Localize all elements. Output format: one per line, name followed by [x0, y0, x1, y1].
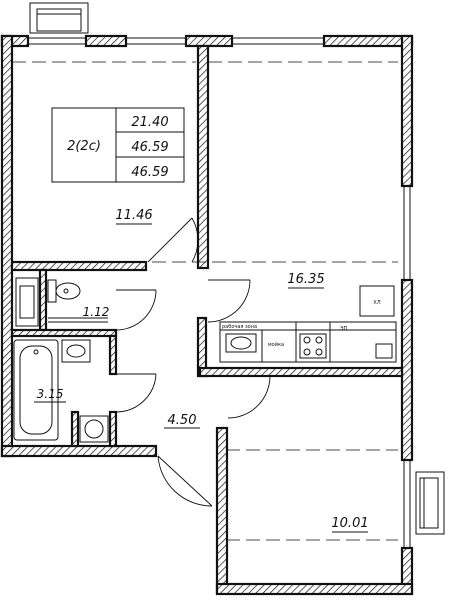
apartment-type-code: 2(2с) [67, 139, 101, 154]
worktop-label: рабочая зона [222, 324, 257, 330]
doors [115, 217, 271, 507]
room-2-area: 10.01 [331, 516, 368, 531]
sink-icon [225, 333, 257, 353]
wc-area: 1.12 [83, 305, 110, 319]
toilet-bowl-icon [55, 282, 81, 300]
kitchen-living-area: 16.35 [287, 272, 324, 287]
kitchen-fixtures: рабочая зона мойка ЭП ХЛ [219, 285, 397, 363]
balcony-top [29, 2, 89, 34]
bathroom-area: 3.15 [37, 387, 64, 401]
hall-area: 4.50 [168, 413, 197, 428]
living-area-value: 21.40 [131, 115, 168, 130]
stove-label: ЭП [340, 326, 347, 332]
total-area-with-balcony-value: 46.59 [131, 165, 168, 180]
windows [28, 37, 411, 548]
wc-fixtures [15, 277, 108, 327]
washing-machine-icon [79, 415, 109, 443]
fridge-label: ХЛ [373, 300, 380, 306]
room-1-area: 11.46 [115, 208, 152, 223]
bathtub-icon [13, 339, 59, 441]
balcony-right [415, 471, 445, 535]
sink-label: мойка [268, 341, 284, 348]
interior-walls [10, 44, 404, 448]
fridge-icon [359, 285, 395, 317]
total-area-value: 46.59 [131, 140, 168, 155]
ceiling-lines [12, 61, 398, 541]
boiler-icon [375, 343, 393, 359]
exterior-walls [0, 34, 414, 596]
room-labels: 11.46 16.35 1.12 3.15 4.50 10.01 [34, 208, 369, 533]
stove-icon [299, 333, 327, 359]
washbasin-icon [61, 339, 91, 363]
toilet-tank [47, 279, 57, 303]
bathroom-fixtures [13, 339, 109, 443]
apartment-info-box: 2(2с) 21.40 46.59 46.59 [51, 107, 185, 183]
